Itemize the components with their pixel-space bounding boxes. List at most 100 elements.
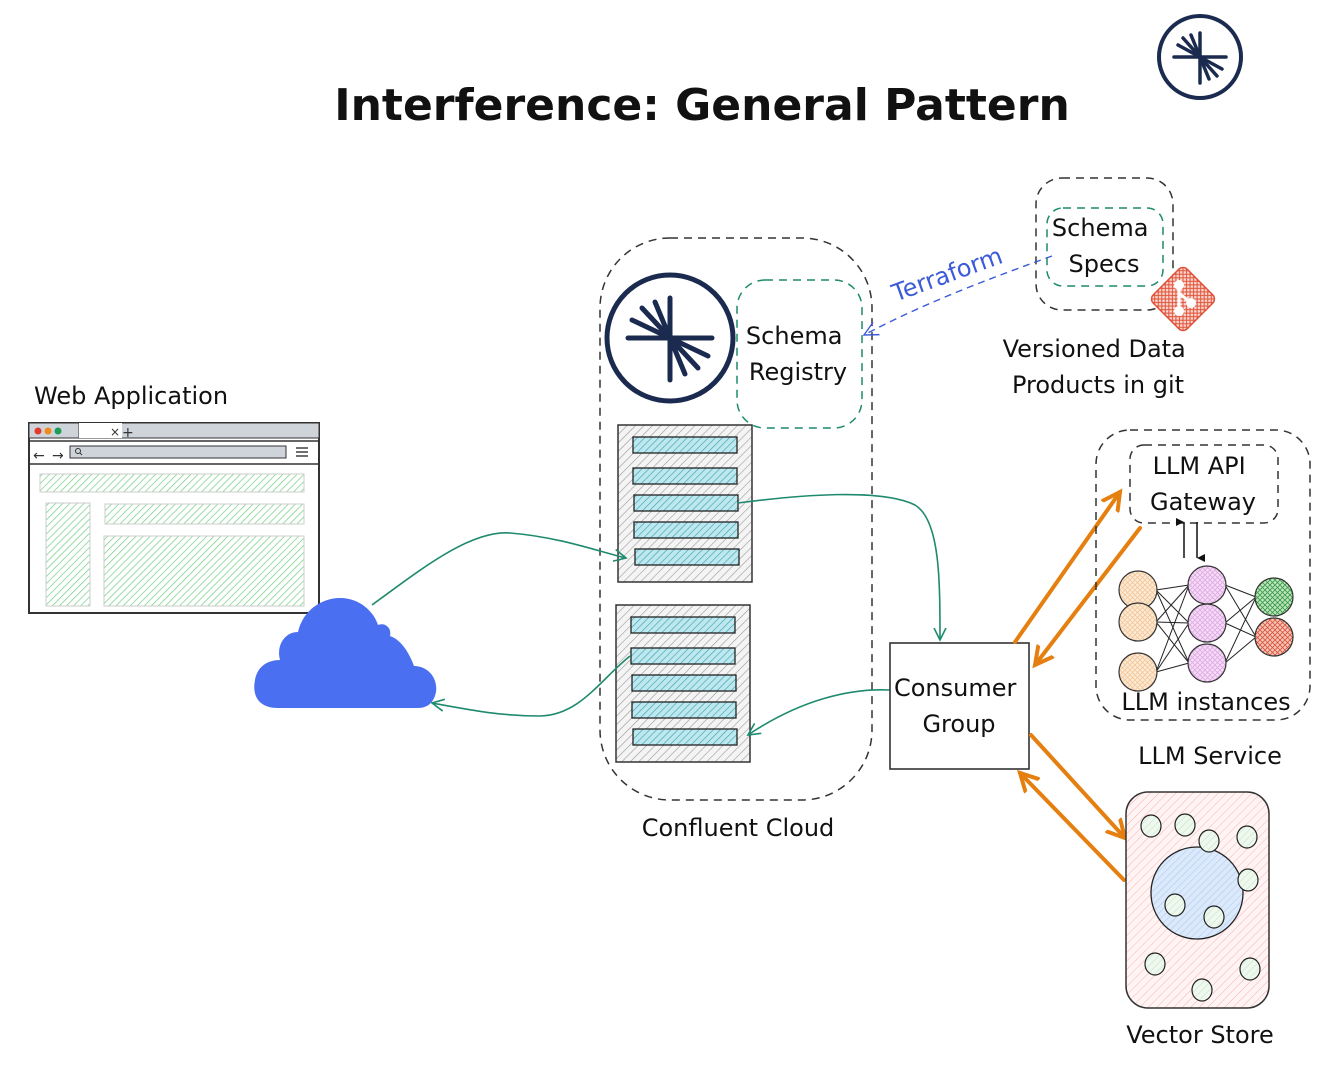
schema-registry-line2: Registry bbox=[749, 358, 847, 386]
vector-point bbox=[1198, 829, 1220, 853]
arrow-consumer-to-topic bbox=[748, 688, 891, 735]
nn-connection bbox=[1224, 584, 1257, 638]
window-close-dot bbox=[34, 427, 42, 435]
nn-connection bbox=[1224, 596, 1257, 624]
schema-registry-box bbox=[736, 279, 863, 429]
schema-specs-line2: Specs bbox=[1069, 250, 1140, 278]
llm-gateway-box bbox=[1129, 444, 1279, 524]
vector-point bbox=[1164, 893, 1186, 917]
diagram-title: Interference: General Pattern bbox=[334, 80, 1070, 131]
vector-point bbox=[1203, 905, 1225, 929]
git-caption-line1: Versioned Data bbox=[1003, 335, 1186, 363]
nn-node bbox=[1187, 603, 1227, 643]
topic-partition bbox=[633, 521, 739, 539]
back-arrow-icon: ← bbox=[33, 448, 45, 464]
topic-partition bbox=[632, 436, 738, 454]
forward-arrow-icon: → bbox=[52, 448, 64, 464]
nn-connection bbox=[1155, 589, 1190, 624]
schema-specs-box bbox=[1046, 207, 1164, 287]
page-banner-block bbox=[104, 503, 305, 525]
web-app-label: Web Application bbox=[34, 382, 228, 410]
arrow-topic-to-consumer bbox=[737, 493, 940, 640]
vector-point bbox=[1236, 825, 1258, 849]
search-icon bbox=[75, 448, 81, 454]
consumer-group-line2: Group bbox=[922, 710, 995, 738]
llm-gateway-label: LLM API Gateway bbox=[1150, 452, 1256, 516]
arrow-topic-to-cloud bbox=[432, 655, 631, 717]
nn-connection bbox=[1224, 584, 1257, 598]
vector-point bbox=[1140, 814, 1162, 838]
new-tab-icon: + bbox=[122, 425, 134, 441]
topic-partition bbox=[632, 467, 738, 485]
kafka-topic-input bbox=[617, 424, 753, 583]
nn-connection bbox=[1155, 589, 1190, 664]
consumer-group-box bbox=[889, 642, 1030, 770]
llm-gateway-line2: Gateway bbox=[1150, 488, 1256, 516]
vector-store-label: Vector Store bbox=[1126, 1021, 1274, 1049]
kafka-topic-output bbox=[615, 604, 751, 763]
consumer-group-label: Consumer Group bbox=[894, 674, 1024, 738]
nn-node bbox=[1254, 617, 1294, 657]
terraform-label: Terraform bbox=[887, 242, 1006, 308]
llm-service-boundary bbox=[1095, 429, 1311, 721]
arrow-gateway-to-consumer bbox=[1035, 526, 1142, 665]
schema-registry-label: Schema Registry bbox=[746, 322, 850, 386]
vector-point bbox=[1144, 952, 1166, 976]
consumer-group-line1: Consumer bbox=[894, 674, 1017, 702]
topic-partition bbox=[634, 548, 740, 566]
nn-connection bbox=[1155, 621, 1190, 624]
nn-connection bbox=[1155, 621, 1190, 664]
llm-instances-label: LLM instances bbox=[1121, 688, 1290, 716]
topic-partition bbox=[630, 647, 736, 665]
neural-network-icon bbox=[1118, 565, 1294, 692]
nn-connection bbox=[1155, 622, 1190, 673]
browser-window: × + ← → bbox=[28, 422, 320, 614]
git-repo-boundary bbox=[1035, 177, 1174, 311]
git-icon bbox=[1150, 266, 1216, 332]
vector-point bbox=[1191, 978, 1213, 1002]
llm-service-label: LLM Service bbox=[1138, 742, 1282, 770]
nn-connection bbox=[1155, 584, 1190, 591]
schema-registry-line1: Schema bbox=[746, 322, 843, 350]
topic-partition bbox=[632, 728, 738, 746]
nn-node bbox=[1187, 643, 1227, 683]
topic-partition bbox=[630, 616, 736, 634]
cloud-icon bbox=[254, 598, 437, 708]
nn-connection bbox=[1155, 662, 1190, 673]
git-caption-line2: Products in git bbox=[1012, 371, 1184, 399]
vector-cluster bbox=[1150, 846, 1244, 940]
llm-gateway-line1: LLM API bbox=[1153, 452, 1246, 480]
git-caption: Versioned Data Products in git bbox=[1003, 335, 1194, 399]
confluent-logo-icon bbox=[1157, 14, 1243, 100]
nn-connection bbox=[1224, 636, 1257, 664]
nn-connection bbox=[1155, 584, 1190, 623]
topic-partition bbox=[631, 701, 737, 719]
window-maximize-dot bbox=[54, 427, 62, 435]
confluent-cloud-boundary bbox=[599, 237, 873, 801]
arrow-cloud-to-topic bbox=[371, 532, 626, 606]
vector-point bbox=[1239, 957, 1261, 981]
page-sidebar-block bbox=[45, 502, 91, 607]
nn-node bbox=[1118, 602, 1158, 642]
arrow-vector-to-consumer bbox=[1020, 773, 1126, 882]
menu-icon bbox=[296, 447, 308, 457]
topic-partition bbox=[631, 674, 737, 692]
confluent-logo-icon bbox=[604, 272, 736, 404]
page-header-block bbox=[39, 473, 305, 493]
nn-node bbox=[1118, 652, 1158, 692]
window-minimize-dot bbox=[44, 427, 52, 435]
schema-specs-line1: Schema bbox=[1052, 214, 1149, 242]
arrow-consumer-to-gateway bbox=[1013, 492, 1120, 644]
nn-node bbox=[1254, 577, 1294, 617]
schema-specs-label: Schema Specs bbox=[1052, 214, 1156, 278]
arrow-consumer-to-vector bbox=[1029, 733, 1125, 838]
nn-node bbox=[1187, 565, 1227, 605]
vector-point bbox=[1237, 868, 1259, 892]
tab-close-icon: × bbox=[110, 425, 120, 439]
topic-partition bbox=[633, 494, 739, 512]
confluent-cloud-label: Confluent Cloud bbox=[642, 814, 835, 842]
nn-connection bbox=[1155, 584, 1190, 673]
nn-connection bbox=[1224, 596, 1257, 664]
page-content-block bbox=[103, 535, 305, 607]
